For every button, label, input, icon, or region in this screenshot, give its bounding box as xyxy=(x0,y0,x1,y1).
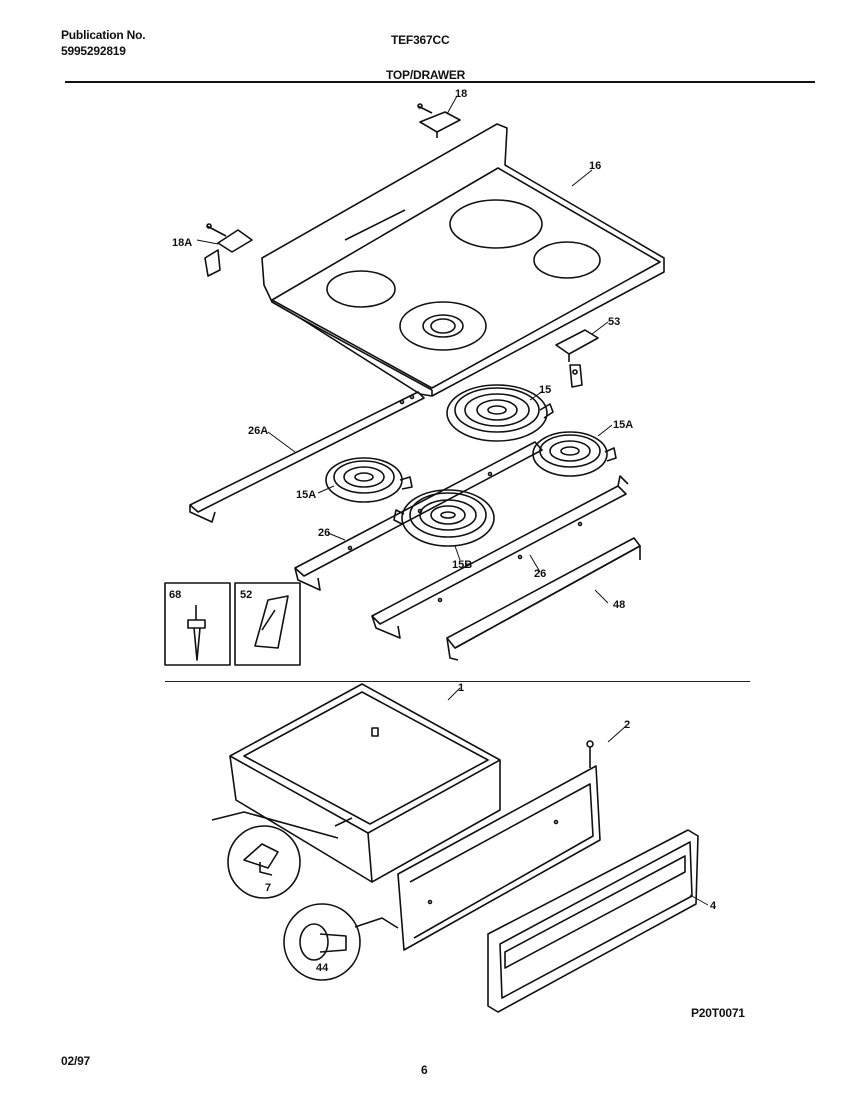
element-part-15A-right xyxy=(532,431,617,477)
callout-15A-right: 15A xyxy=(613,419,633,431)
cooktop-part-16 xyxy=(261,123,665,397)
callout-26-right: 26 xyxy=(534,568,546,580)
brace-part-26A xyxy=(189,391,425,523)
callout-15B: 15B xyxy=(452,559,472,571)
callout-18: 18 xyxy=(455,88,467,100)
element-part-15A-left xyxy=(325,457,413,503)
callout-1: 1 xyxy=(458,682,464,694)
drawer-front-part-4 xyxy=(487,829,699,1013)
brace-part-26-left xyxy=(294,441,543,591)
brace-part-26-right xyxy=(371,475,629,639)
trim-part-48 xyxy=(446,537,641,661)
bracket-part-18A xyxy=(204,223,253,277)
callout-26-left: 26 xyxy=(318,527,330,539)
callout-16: 16 xyxy=(589,160,601,172)
footer-date: 02/97 xyxy=(61,1054,91,1068)
leader-lines xyxy=(196,95,709,906)
callout-68: 68 xyxy=(169,589,181,601)
callout-2: 2 xyxy=(624,719,630,731)
inset-box-52 xyxy=(234,582,301,666)
header-divider xyxy=(65,81,815,83)
drawing-code: P20T0071 xyxy=(691,1006,745,1020)
model-number: TEF367CC xyxy=(391,33,450,47)
callout-15A-left: 15A xyxy=(296,489,316,501)
callout-26A: 26A xyxy=(248,425,268,437)
callout-48: 48 xyxy=(613,599,625,611)
publication-label: Publication No. xyxy=(61,28,146,42)
section-title: TOP/DRAWER xyxy=(386,68,466,82)
callout-7: 7 xyxy=(265,882,271,894)
detail-circle-44 xyxy=(283,903,399,981)
callout-44: 44 xyxy=(316,962,329,974)
bracket-part-18 xyxy=(417,103,461,138)
callout-4: 4 xyxy=(710,900,717,912)
switch-part-53 xyxy=(555,329,599,388)
element-part-15B xyxy=(393,489,495,547)
element-part-15 xyxy=(446,384,554,442)
publication-number: 5995292819 xyxy=(61,44,126,58)
callout-52: 52 xyxy=(240,589,252,601)
drawer-panel-part-2 xyxy=(397,740,601,951)
drawer-part-1 xyxy=(229,683,501,883)
detail-circle-7 xyxy=(211,811,339,899)
inset-box-68 xyxy=(164,582,231,666)
callout-53: 53 xyxy=(608,316,620,328)
section-divider xyxy=(165,681,750,682)
callout-18A: 18A xyxy=(172,237,192,249)
page-number: 6 xyxy=(421,1063,428,1077)
callout-15: 15 xyxy=(539,384,551,396)
